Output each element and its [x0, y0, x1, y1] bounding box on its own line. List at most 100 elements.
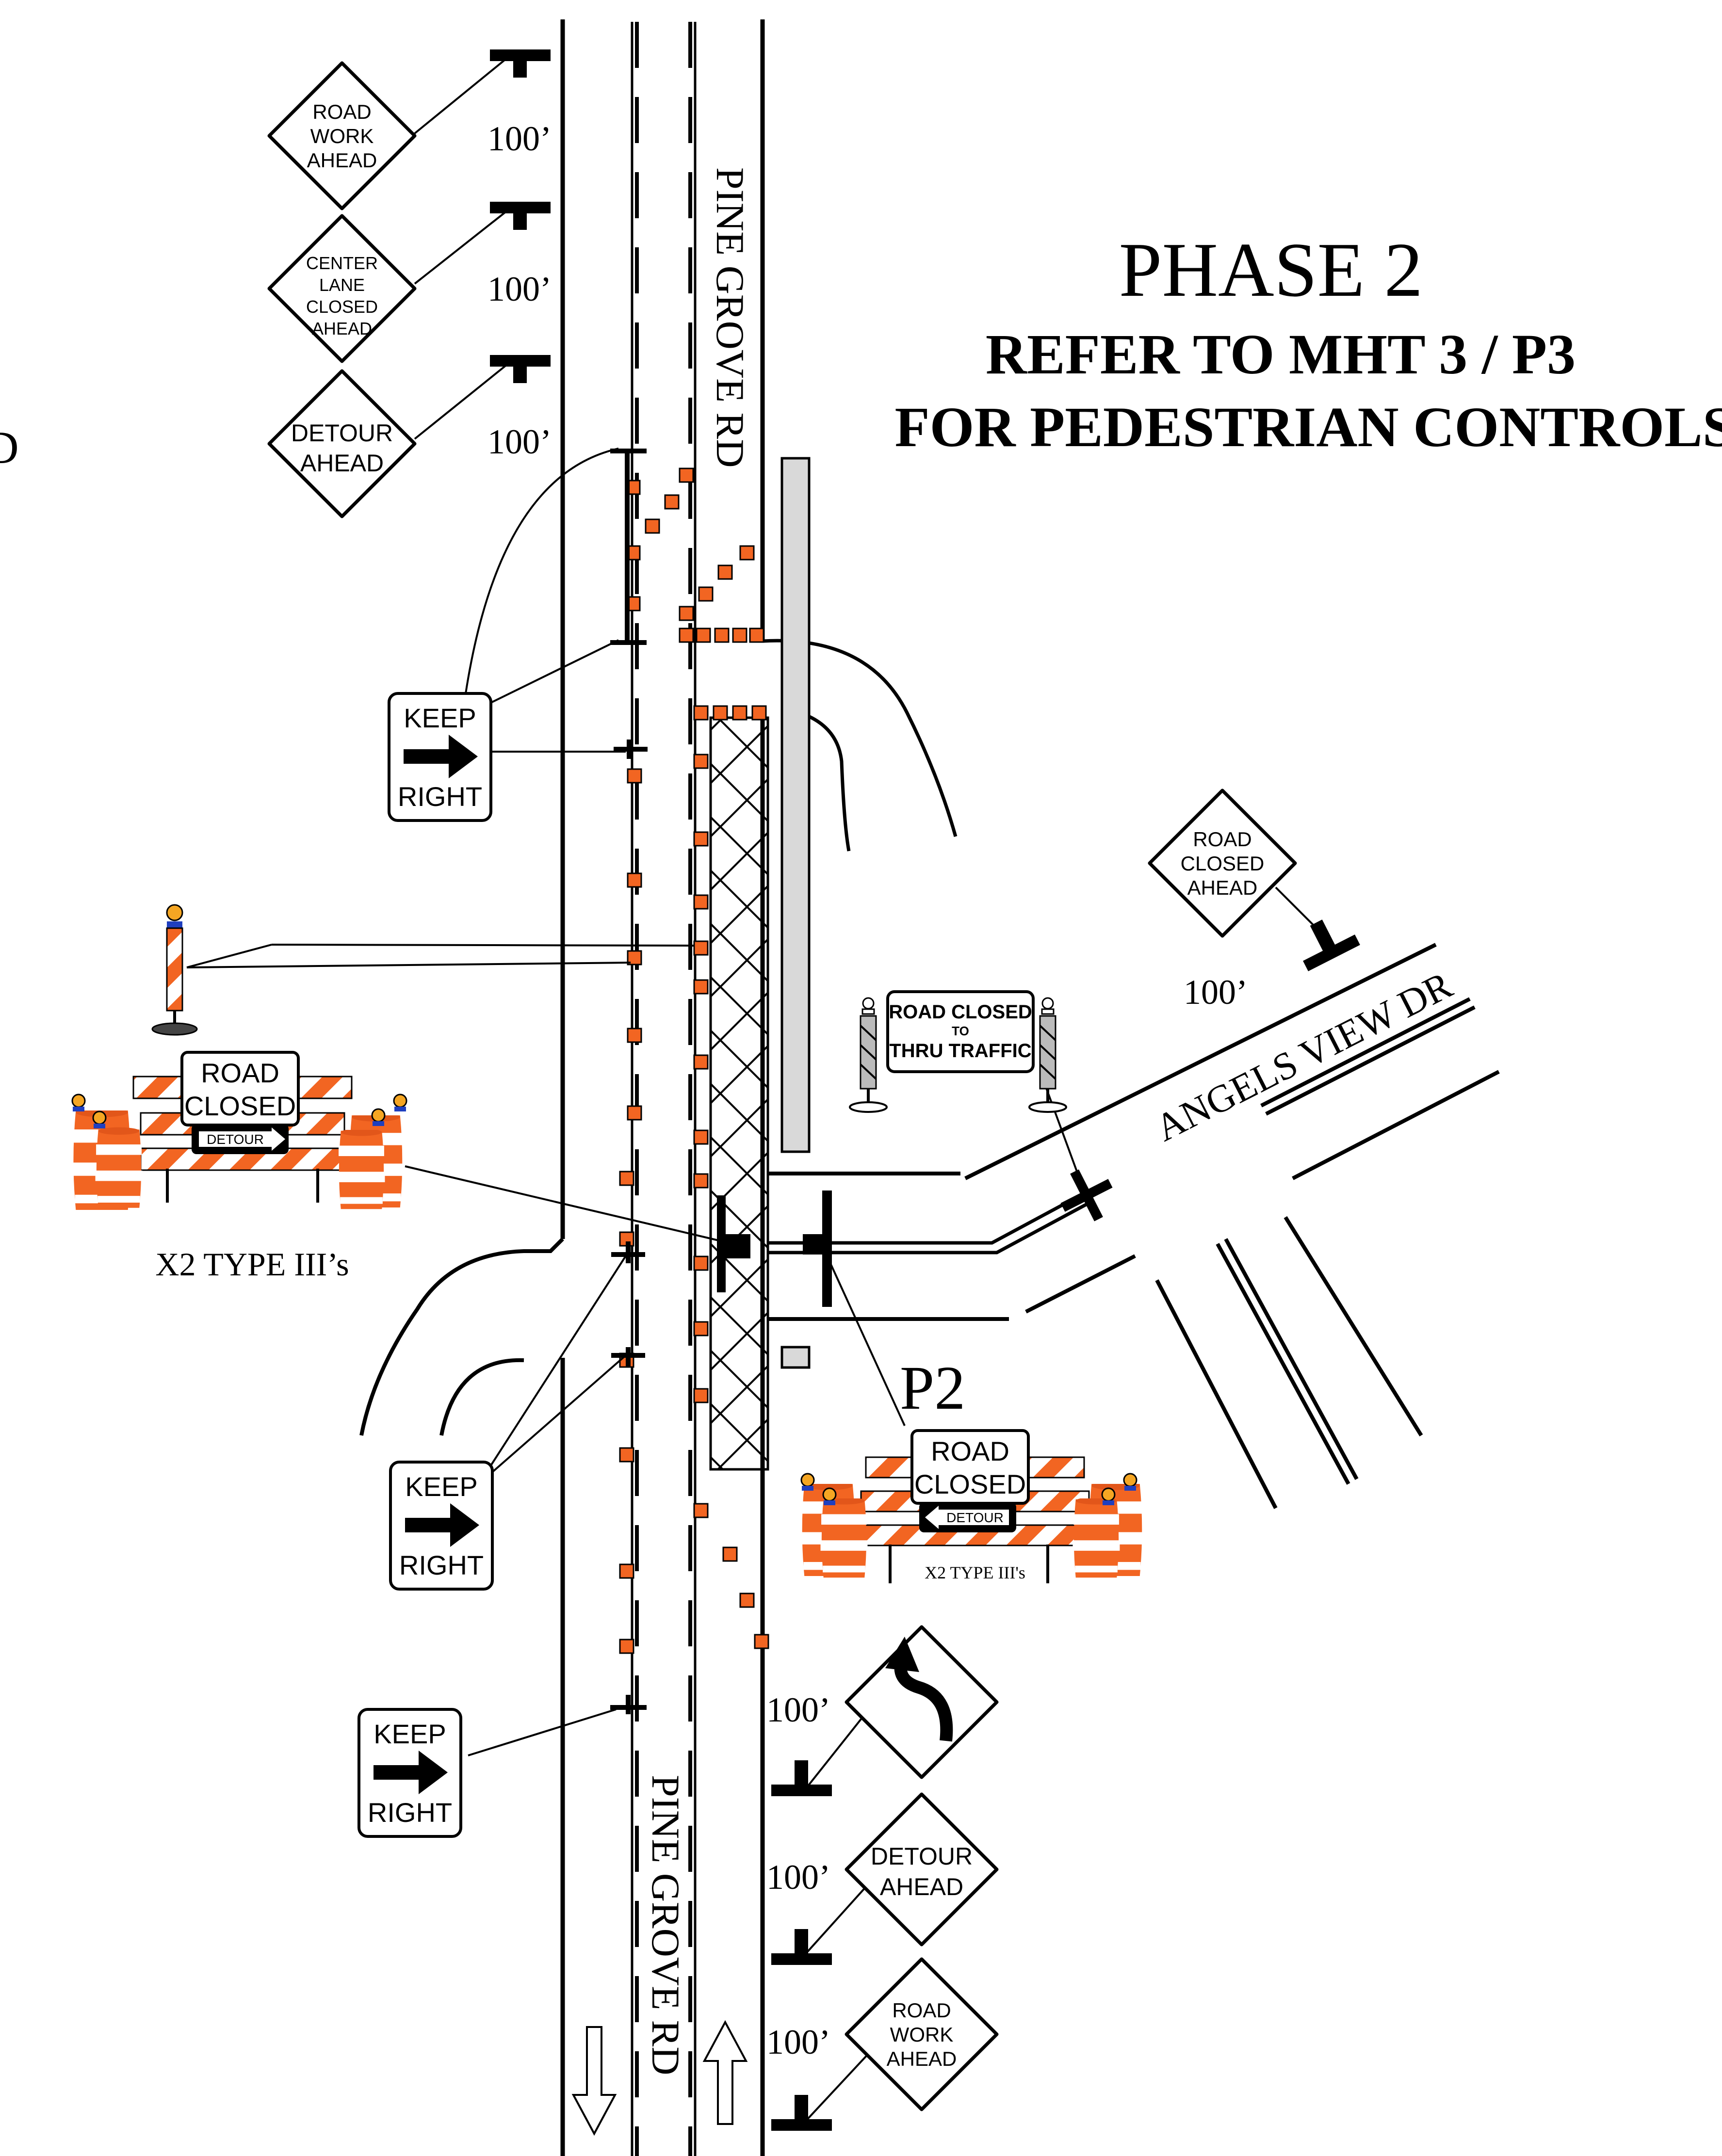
spacing-label-7: 100’	[1184, 973, 1248, 1012]
cone-32	[693, 1173, 709, 1189]
spacing-label-3: 100’	[487, 422, 552, 461]
sidewalk-north	[780, 457, 811, 1153]
p2-label: P2	[900, 1353, 965, 1422]
pine-grove-road	[359, 19, 958, 2156]
keep-right-2-arrow-icon	[405, 1503, 479, 1547]
type3-post-right	[803, 1234, 825, 1255]
phase-title: PHASE 2	[1119, 226, 1423, 313]
sign-detour-ahead-south: DETOUR AHEAD	[845, 1792, 999, 1947]
corner-curve-north	[762, 639, 958, 837]
keep-right-1-arrow-icon	[404, 735, 478, 778]
road-closed-thru-traffic-assembly: ROAD CLOSED TO THRU TRAFFIC	[850, 990, 1066, 1112]
cone-13	[714, 627, 730, 643]
cone-36	[693, 1321, 709, 1336]
cone-19	[751, 705, 767, 721]
cone-5	[664, 494, 680, 510]
cone-14	[732, 627, 747, 643]
cone-29	[693, 1054, 709, 1070]
reverse-curve-arrow-icon	[894, 1656, 953, 1742]
sign-post-north-1	[490, 49, 551, 78]
keep-right-2-line2: RIGHT	[399, 1550, 484, 1580]
road-closed-right-line2: CLOSED	[914, 1469, 1026, 1499]
rwa-line2: WORK	[310, 125, 374, 147]
cone-43	[722, 1546, 738, 1562]
rca-line2: CLOSED	[1181, 852, 1265, 875]
detour-plate-right: DETOUR	[946, 1510, 1004, 1525]
type3-label-left: X2 TYPE III’s	[155, 1246, 349, 1283]
clca-line2: LANE	[319, 275, 365, 295]
rca-line1: ROAD	[1193, 828, 1251, 851]
clca-line3: CLOSED	[306, 297, 378, 317]
cone-45	[754, 1634, 769, 1649]
cone-11	[679, 627, 694, 643]
detour-right-arrow-icon	[199, 1127, 285, 1151]
cone-22	[693, 831, 709, 847]
cone-35	[693, 1255, 709, 1271]
detour-left-arrow-icon	[925, 1506, 1009, 1529]
rctt-line3: THRU TRAFFIC	[889, 1040, 1031, 1062]
sidewalk-south	[780, 1346, 811, 1369]
cone-41	[619, 1639, 634, 1654]
cone-24	[693, 894, 709, 910]
sign-detour-ahead-north: DETOUR AHEAD	[267, 369, 417, 518]
keep-right-sign-3: KEEP RIGHT	[357, 1708, 462, 1838]
cone-27	[693, 979, 709, 995]
road-west-return	[359, 1238, 564, 1436]
cone-28	[627, 1028, 642, 1043]
sign-post-south-1	[771, 1760, 832, 1796]
sign-post-north-3	[490, 355, 551, 383]
keep-right-2-line1: KEEP	[405, 1471, 477, 1502]
cone-7	[679, 606, 694, 621]
barricade-post-right-icon	[1029, 998, 1066, 1112]
cone-15	[749, 627, 764, 643]
angels-view-drive	[769, 943, 1500, 1509]
work-area	[709, 716, 769, 1471]
refer-note: REFER TO MHT 3 / P3	[986, 322, 1576, 386]
da-south-line1: DETOUR	[871, 1843, 973, 1870]
type3-barricade-right: ROAD CLOSED DETOUR	[800, 1429, 1143, 1583]
road-closed-right-line1: ROAD	[931, 1436, 1009, 1466]
sign-road-work-ahead-north: ROAD WORK AHEAD	[267, 61, 417, 210]
spacing-label-4: 100’	[766, 1690, 830, 1729]
leader-lines	[186, 57, 1335, 2123]
clca-line4: AHEAD	[312, 319, 372, 338]
rctt-line1: ROAD CLOSED	[889, 1001, 1032, 1023]
street-label-pine-grove-south: PINE GROVE RD	[644, 1775, 688, 2076]
southbound-arrow-icon	[571, 2026, 617, 2136]
clca-line1: CENTER	[306, 253, 378, 273]
cone-9	[717, 564, 733, 580]
cone-10	[739, 545, 755, 561]
cone-2	[679, 467, 694, 483]
spacing-label-1: 100’	[487, 119, 552, 158]
road-closed-left-line1: ROAD	[201, 1058, 279, 1088]
pedestrian-note: FOR PEDESTRIAN CONTROLS	[895, 395, 1722, 459]
spacing-label-5: 100’	[766, 1858, 830, 1897]
northbound-arrow-icon	[702, 2020, 748, 2125]
cone-44	[739, 1593, 755, 1608]
cone-37	[693, 1388, 709, 1403]
rwa-line1: ROAD	[312, 100, 371, 123]
cone-30	[627, 1105, 642, 1121]
cone-18	[732, 705, 747, 721]
cone-4	[645, 518, 660, 534]
barricade-post-left-icon	[850, 998, 887, 1112]
sign-post-south-2	[771, 1929, 832, 1965]
da-north-line2: AHEAD	[300, 450, 384, 477]
rctt-line2: TO	[952, 1024, 969, 1038]
keep-right-1-line2: RIGHT	[398, 781, 482, 812]
cone-12	[696, 627, 711, 643]
rwa-south-line2: WORK	[890, 2023, 954, 2046]
rwa-line3: AHEAD	[307, 149, 377, 172]
cone-8	[698, 586, 714, 602]
driveway-curve	[439, 1358, 524, 1436]
sign-post-angels	[1303, 919, 1360, 971]
keep-right-sign-1: KEEP RIGHT	[388, 692, 492, 822]
keep-right-sign-2: KEEP RIGHT	[389, 1461, 494, 1591]
cone-17	[713, 705, 728, 721]
edge-fragment: D	[0, 422, 19, 473]
channelizer-drum-icon	[152, 905, 197, 1035]
cone-39	[619, 1447, 634, 1463]
sign-post-north-2	[490, 202, 551, 230]
sign-post-south-3	[771, 2095, 832, 2131]
rca-line3: AHEAD	[1187, 876, 1258, 899]
